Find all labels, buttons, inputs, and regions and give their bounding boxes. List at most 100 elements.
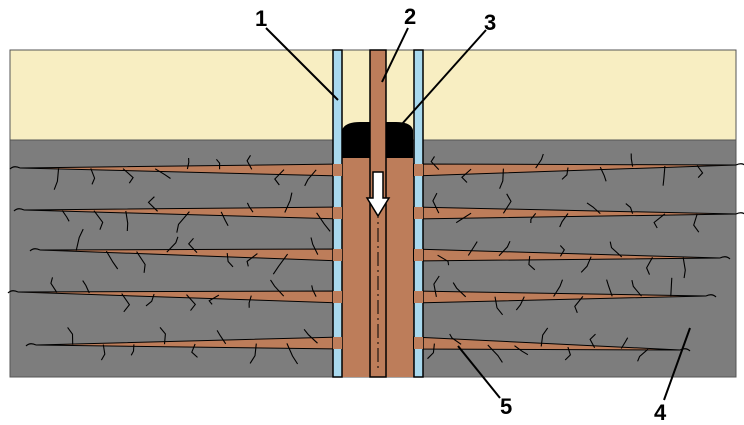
microcrack [606, 279, 613, 297]
fracture-tip [7, 290, 19, 294]
microcrack [75, 228, 84, 251]
microcrack [304, 169, 317, 187]
microcrack [154, 168, 171, 179]
callout-5-label: 5 [500, 394, 512, 419]
perforation-right-5 [414, 337, 423, 349]
microcrack [61, 210, 70, 222]
fracture-tip [29, 248, 41, 252]
perforations [333, 164, 423, 349]
microcrack [494, 296, 504, 316]
microcrack [125, 210, 129, 232]
microcrack [502, 193, 512, 214]
microcrack [433, 275, 440, 298]
fractures [17, 163, 737, 351]
fracture-tip [735, 212, 744, 215]
microcrack [620, 337, 629, 349]
microcrack [487, 344, 503, 363]
microcrack [540, 327, 549, 347]
microcrack [653, 213, 666, 229]
callout-4-label: 4 [654, 400, 667, 425]
fracture-tip [705, 294, 717, 298]
microcrack [249, 343, 257, 364]
callout-4-leader [663, 327, 691, 401]
microcrack [564, 346, 572, 361]
microcrack [286, 343, 299, 365]
microcrack [528, 256, 536, 271]
microcrack [93, 210, 104, 230]
microcrack [553, 279, 564, 297]
fracture-tip [735, 163, 744, 166]
perforation-left-2 [333, 207, 342, 219]
microcrack [220, 211, 229, 227]
microcrack [130, 344, 135, 356]
microcrack [176, 211, 190, 233]
microcrack [631, 279, 642, 297]
microcrack [559, 245, 565, 257]
microcrack [90, 168, 96, 185]
perforation-left-1 [333, 164, 342, 176]
fracture-tip [9, 166, 21, 170]
callout-1-label: 1 [255, 6, 267, 31]
callout-2-leader [381, 27, 409, 83]
microcrack [284, 192, 293, 213]
perforation-right-3 [414, 249, 423, 261]
microcracks [7, 153, 744, 365]
microcrack [630, 153, 634, 167]
microcrack [467, 241, 478, 256]
microcrack [303, 328, 318, 344]
microcrack [530, 213, 537, 224]
microcrack [589, 333, 596, 349]
microcrack [246, 155, 253, 170]
microcrack [166, 236, 179, 253]
microcrack [248, 295, 252, 308]
microcrack [191, 343, 198, 358]
microcrack [696, 165, 704, 178]
microcrack [498, 240, 511, 257]
microcrack [50, 277, 58, 293]
microcrack [535, 153, 544, 169]
microcrack [215, 158, 221, 170]
microcrack [599, 166, 607, 182]
callout-3-label: 3 [484, 10, 496, 35]
microcrack [432, 192, 440, 214]
microcrack [561, 167, 569, 180]
microcrack [105, 250, 119, 270]
microcrack [226, 253, 234, 268]
microcrack [514, 345, 529, 356]
fracture-tip [25, 343, 37, 347]
microcrack [645, 257, 653, 275]
microcrack [122, 168, 134, 184]
perforation-right-4 [414, 291, 423, 303]
microcrack [187, 237, 198, 253]
microcrack [637, 348, 649, 362]
microcrack [316, 212, 331, 232]
microcrack [208, 294, 220, 305]
microcrack [574, 296, 584, 314]
microcrack [186, 294, 197, 311]
fracture-tip [679, 348, 691, 352]
microcrack [682, 257, 686, 279]
microcrack [310, 237, 319, 255]
microcrack [147, 196, 158, 212]
microcrack [559, 213, 569, 228]
microcrack [136, 251, 146, 273]
microcrack [452, 282, 467, 298]
fracture-tip [13, 208, 25, 212]
microcrack [145, 293, 155, 307]
microcrack [100, 344, 106, 361]
microcrack [670, 277, 673, 297]
microcrack [455, 212, 472, 224]
microcrack [461, 168, 472, 183]
perforation-right-2 [414, 207, 423, 219]
microcrack [427, 343, 435, 360]
microcrack [609, 241, 623, 258]
microcrack [515, 296, 525, 311]
microcrack [53, 168, 60, 190]
callout-2-label: 2 [404, 4, 416, 29]
microcrack [449, 333, 462, 345]
callout-3-leader [401, 29, 487, 125]
microcrack [625, 203, 634, 214]
perforation-left-3 [333, 249, 342, 261]
microcrack [159, 327, 166, 345]
